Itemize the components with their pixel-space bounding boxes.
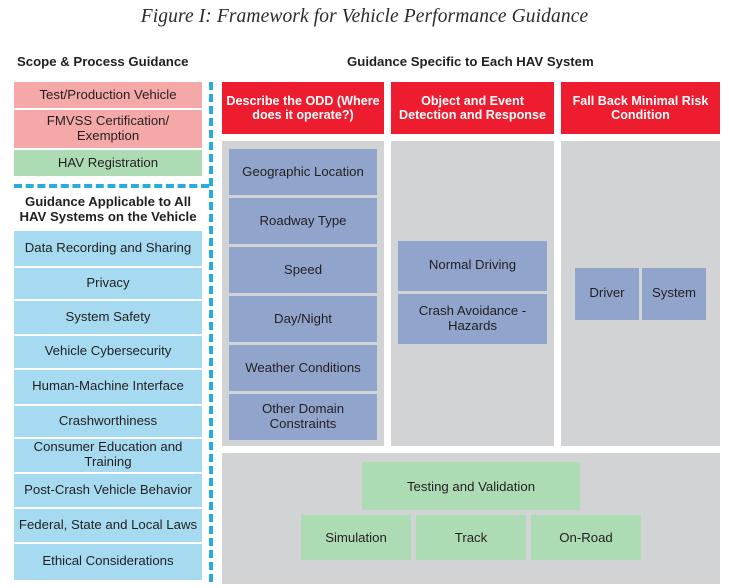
oedr-item-normal-driving[interactable]: Normal Driving	[398, 240, 547, 291]
guidance-item-privacy[interactable]: Privacy	[14, 267, 202, 299]
hav-header-object-and-event-detection-and-response: Object and Event Detection and Response	[391, 82, 554, 134]
fallback-item-driver[interactable]: Driver	[575, 267, 639, 320]
testing-method-track[interactable]: Track	[416, 515, 526, 560]
hav-header-fall-back-minimal-risk-condition: Fall Back Minimal Risk Condition	[561, 82, 720, 134]
hav-column-describe-the-odd: Describe the ODD (Where does it operate?…	[222, 82, 384, 446]
fallback-items-panel: Driver System	[561, 141, 720, 446]
testing-methods-row: Simulation Track On-Road	[301, 515, 641, 560]
testing-and-validation-band: Testing and Validation Simulation Track …	[222, 453, 720, 584]
guidance-item-data-recording-and-sharing[interactable]: Data Recording and Sharing	[14, 230, 202, 266]
guidance-item-system-safety[interactable]: System Safety	[14, 300, 202, 334]
odd-items-panel: Geographic Location Roadway Type Speed D…	[222, 141, 384, 446]
fallback-items-row: Driver System	[568, 267, 713, 320]
guidance-item-consumer-education-and-training[interactable]: Consumer Education and Training	[14, 438, 202, 472]
odd-item-speed[interactable]: Speed	[229, 247, 377, 293]
fallback-item-system[interactable]: System	[642, 267, 706, 320]
hav-column-fall-back-minimal-risk-condition: Fall Back Minimal Risk Condition Driver …	[561, 82, 720, 446]
figure-title: Figure I: Framework for Vehicle Performa…	[140, 6, 589, 27]
hav-system-guidance-area: Describe the ODD (Where does it operate?…	[222, 82, 720, 584]
hav-columns-row: Describe the ODD (Where does it operate?…	[222, 82, 720, 446]
testing-method-on-road[interactable]: On-Road	[531, 515, 641, 560]
hav-header-describe-the-odd: Describe the ODD (Where does it operate?…	[222, 82, 384, 134]
oedr-item-crash-avoidance-hazards[interactable]: Crash Avoidance - Hazards	[398, 293, 547, 344]
scope-process-column: Test/Production Vehicle FMVSS Certificat…	[14, 82, 209, 582]
hav-column-object-and-event-detection-and-response: Object and Event Detection and Response …	[391, 82, 554, 446]
oedr-items-panel: Normal Driving Crash Avoidance - Hazards	[391, 141, 554, 446]
right-column-caption: Guidance Specific to Each HAV System	[347, 54, 594, 69]
guidance-item-federal-state-and-local-laws[interactable]: Federal, State and Local Laws	[14, 508, 202, 542]
guidance-item-crashworthiness[interactable]: Crashworthiness	[14, 405, 202, 437]
vertical-dashed-divider	[209, 82, 213, 582]
odd-item-day-night[interactable]: Day/Night	[229, 296, 377, 342]
testing-and-validation-box[interactable]: Testing and Validation	[362, 462, 580, 510]
testing-method-simulation[interactable]: Simulation	[301, 515, 411, 560]
guidance-item-vehicle-cybersecurity[interactable]: Vehicle Cybersecurity	[14, 335, 202, 368]
horizontal-dashed-divider	[14, 184, 209, 188]
guidance-item-post-crash-vehicle-behavior[interactable]: Post-Crash Vehicle Behavior	[14, 473, 202, 507]
scope-item-fmvss-certification-exemption[interactable]: FMVSS Certification/ Exemption	[14, 110, 202, 148]
odd-item-other-domain-constraints[interactable]: Other Domain Constraints	[229, 394, 377, 440]
scope-item-test-production-vehicle[interactable]: Test/Production Vehicle	[14, 82, 202, 108]
scope-item-hav-registration[interactable]: HAV Registration	[14, 150, 202, 176]
left-column-caption: Scope & Process Guidance	[17, 54, 189, 69]
odd-item-roadway-type[interactable]: Roadway Type	[229, 198, 377, 244]
guidance-item-human-machine-interface[interactable]: Human-Machine Interface	[14, 369, 202, 404]
odd-item-weather-conditions[interactable]: Weather Conditions	[229, 345, 377, 391]
odd-item-geographic-location[interactable]: Geographic Location	[229, 149, 377, 195]
guidance-subheading: Guidance Applicable to All HAV Systems o…	[19, 194, 197, 224]
guidance-item-ethical-considerations[interactable]: Ethical Considerations	[14, 543, 202, 580]
